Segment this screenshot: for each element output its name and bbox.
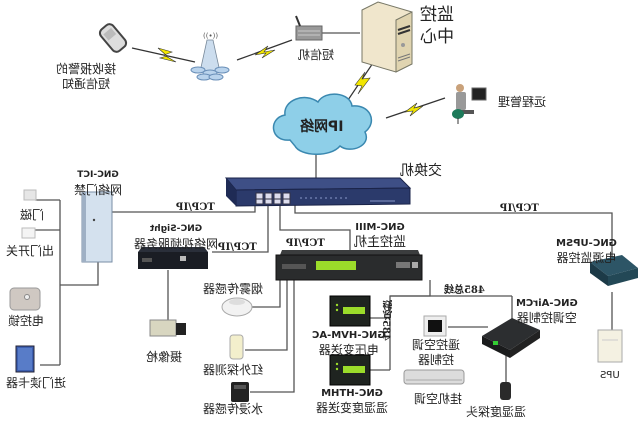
- mobile-phone-icon: [98, 23, 128, 53]
- lightning-bolt-icon: [254, 45, 276, 59]
- link-label-485-bus: 485总线: [380, 300, 391, 341]
- wire-switch-ups-mon: [294, 205, 613, 270]
- label-wall-ac: 挂机空调: [414, 392, 463, 406]
- label-ac-controller: GNC-AirCM 空调控制器: [516, 298, 578, 325]
- card-reader-icon: [15, 345, 35, 373]
- voltage-transmitter-icon: [329, 295, 371, 327]
- sms-modem-icon: [295, 15, 323, 41]
- exit-button-icon: [21, 227, 36, 239]
- wire-switch-door: [110, 205, 256, 213]
- link-label-tcpip: TCP/IP: [218, 242, 257, 253]
- label-voltage-transmitter: GNC-HVM-AC 电压变送器: [312, 330, 386, 357]
- wire-switch-host: [279, 205, 351, 250]
- label-exit-button: 出门开关: [6, 244, 55, 258]
- monitor-host-icon: [275, 250, 423, 281]
- label-video-server: GNC-Sight 网络视频服务器: [134, 224, 219, 251]
- wire-switch-video: [212, 205, 269, 253]
- label-door-magnet: 门磁: [20, 208, 45, 222]
- label-ip-network: IP网络: [300, 119, 344, 135]
- label-power-monitor: GNC-UPSM 电源监控器: [556, 238, 617, 265]
- infrared-detector-icon: [229, 334, 244, 360]
- label-electric-lock: 电控锁: [8, 314, 45, 328]
- video-server-icon: [138, 247, 208, 269]
- lightning-bolt-icon: [157, 47, 177, 63]
- label-remote-ac-ctrl: 遥控空调 控制器: [412, 338, 461, 367]
- cell-tower-icon: ((•)): [190, 32, 230, 81]
- remote-admin-person-icon: [452, 84, 487, 124]
- label-ir-detector: 红外探测器: [203, 363, 264, 377]
- wire-host-water: [250, 280, 295, 393]
- network-switch-icon: [224, 177, 412, 207]
- camera-icon: [149, 319, 186, 337]
- server-icon: [361, 1, 413, 73]
- lightning-bolt-icon: [354, 71, 371, 95]
- wall-ac-icon: [403, 369, 465, 385]
- label-th-transmitter: GNC-HTHM 温湿度变送器: [316, 388, 389, 415]
- link-label-tcpip: TCP/IP: [500, 203, 539, 214]
- label-switch: 交换机: [400, 163, 442, 179]
- label-camera: 摄像枪: [146, 350, 183, 364]
- temp-humidity-transmitter-icon: [329, 354, 371, 386]
- wire-host-smoke: [252, 280, 281, 308]
- air-conditioner-controller-icon: [482, 318, 540, 358]
- label-smoke-sensor: 烟雾传感器: [203, 282, 264, 296]
- link-label-tcpip: TCP/IP: [176, 202, 215, 213]
- smoke-sensor-icon: [221, 297, 253, 317]
- link-label-tcpip: TCP/IP: [286, 238, 325, 249]
- label-monitor-host: GNC-MIII 监控主机: [354, 222, 407, 250]
- electric-lock-icon: [9, 287, 41, 311]
- temp-humidity-probe-icon: [500, 382, 511, 400]
- label-sms-modem: 短信机: [298, 48, 335, 62]
- ups-icon: [597, 329, 623, 363]
- label-th-probe: 温湿度探头: [466, 405, 527, 419]
- label-water-sensor: 水浸传感器: [203, 402, 264, 416]
- door-magnet-icon: [23, 189, 37, 201]
- wire-host-ir: [245, 280, 288, 351]
- label-card-reader: 进门读卡器: [6, 376, 67, 390]
- label-phone: 接收报警的 短信通知: [56, 62, 117, 91]
- label-monitor-center: 监控 中心: [420, 5, 454, 47]
- ip-network-cloud: [272, 93, 373, 155]
- label-door-controller: GNC-ICT 网络门禁: [74, 170, 123, 197]
- water-sensor-icon: [231, 382, 249, 402]
- label-remote-admin: 远程管理: [498, 95, 547, 109]
- label-ups: UPS: [600, 370, 620, 381]
- svg-text:((•)): ((•)): [203, 32, 218, 40]
- wireless-links: [131, 39, 446, 119]
- link-label-485-bus: 485总线: [444, 285, 485, 296]
- wire-door-lock: [60, 262, 99, 286]
- lightning-bolt-icon: [403, 102, 424, 117]
- remote-ac-controller-icon: [423, 315, 447, 337]
- power-monitor-icon: [590, 255, 638, 286]
- door-controller-box-icon: [81, 191, 113, 263]
